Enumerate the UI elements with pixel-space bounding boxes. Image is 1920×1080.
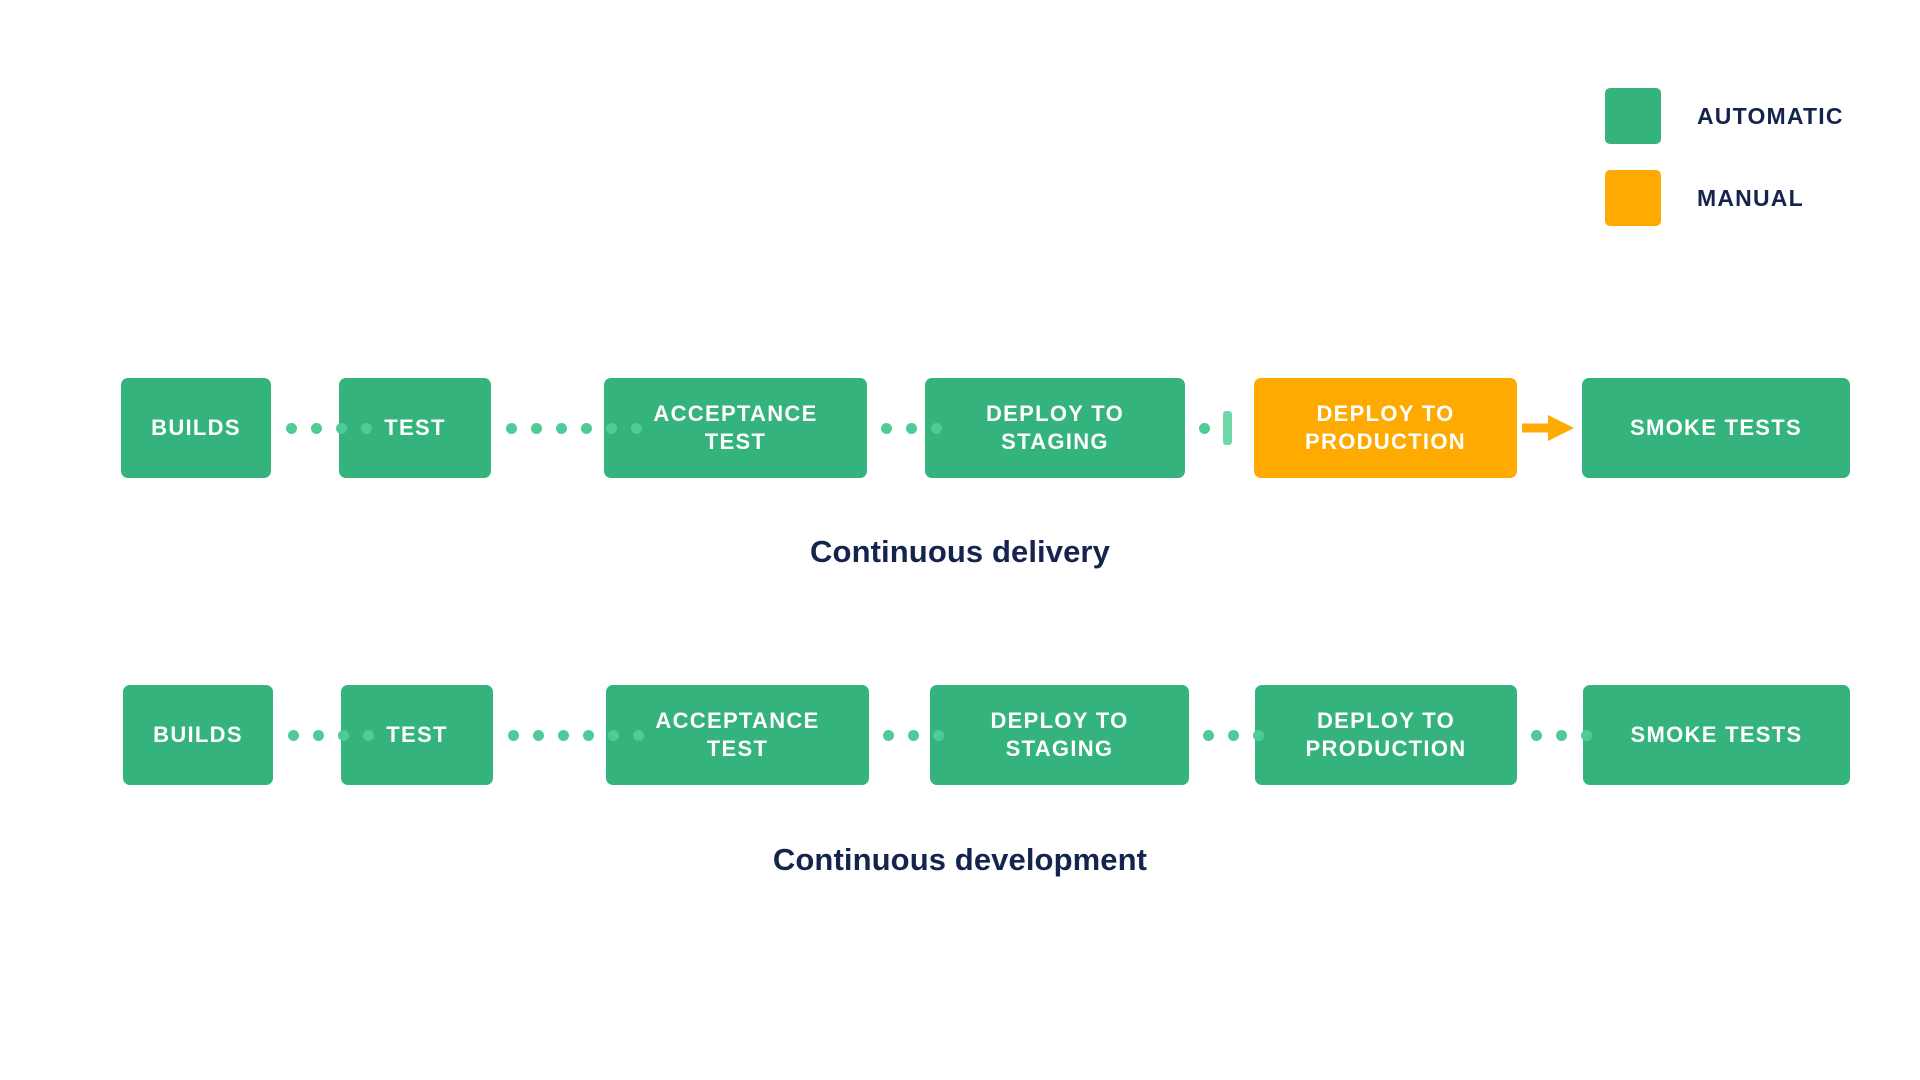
gate-bar-icon bbox=[1223, 411, 1232, 445]
stage-label: DEPLOY TO PRODUCTION bbox=[1305, 401, 1466, 454]
connector-dot-icon bbox=[533, 729, 544, 741]
caption-continuous-development: Continuous development bbox=[772, 842, 1148, 877]
stage-builds[interactable]: BUILDS bbox=[123, 685, 273, 785]
connector-dot-icon bbox=[1228, 729, 1239, 741]
legend-item-manual: MANUAL bbox=[1605, 170, 1844, 226]
connector-dotted bbox=[881, 421, 942, 435]
connector-dot-icon bbox=[1556, 729, 1567, 741]
connector-dot-icon bbox=[883, 729, 894, 741]
legend-label-manual: MANUAL bbox=[1697, 184, 1804, 211]
connector-dotted bbox=[506, 421, 642, 435]
caption-continuous-delivery: Continuous delivery bbox=[810, 534, 1110, 569]
connector-dot-icon bbox=[906, 422, 917, 434]
stage-smoke-tests[interactable]: SMOKE TESTS bbox=[1582, 378, 1850, 478]
connector-dot-icon bbox=[1253, 729, 1264, 741]
pipeline-continuous-delivery: BUILDS TEST ACCEPTANCE TEST DEPLOY TO STAGI… bbox=[0, 368, 1920, 488]
stage-deploy-to-production[interactable]: DEPLOY TO PRODUCTION bbox=[1255, 685, 1517, 785]
connector-dot-icon bbox=[286, 422, 297, 434]
connector-dot-icon bbox=[336, 422, 347, 434]
connector-dot-icon bbox=[581, 422, 592, 434]
connector-dotted bbox=[1531, 728, 1592, 742]
connector-dot-icon bbox=[556, 422, 567, 434]
connector-arrow-icon bbox=[1522, 414, 1574, 442]
connector-dot-icon bbox=[1203, 729, 1214, 741]
stage-smoke-tests[interactable]: SMOKE TESTS bbox=[1583, 685, 1850, 785]
stage-deploy-to-staging[interactable]: DEPLOY TO STAGING bbox=[930, 685, 1189, 785]
stage-acceptance-test[interactable]: ACCEPTANCE TEST bbox=[606, 685, 869, 785]
connector-manual-gate bbox=[1199, 410, 1232, 446]
connector-dot-icon bbox=[1199, 422, 1210, 434]
stage-label: SMOKE TESTS bbox=[1630, 415, 1802, 441]
connector-dot-icon bbox=[558, 729, 569, 741]
connector-dot-icon bbox=[313, 729, 324, 741]
stage-label: DEPLOY TO STAGING bbox=[990, 708, 1129, 761]
connector-dotted bbox=[508, 728, 644, 742]
stage-label: TEST bbox=[386, 722, 448, 748]
connector-dot-icon bbox=[508, 729, 519, 741]
connector-dot-icon bbox=[363, 729, 374, 741]
legend-label-automatic: AUTOMATIC bbox=[1697, 102, 1844, 129]
connector-dot-icon bbox=[1531, 729, 1542, 741]
connector-dot-icon bbox=[608, 729, 619, 741]
connector-dot-icon bbox=[338, 729, 349, 741]
stage-acceptance-test[interactable]: ACCEPTANCE TEST bbox=[604, 378, 867, 478]
connector-dotted bbox=[1203, 728, 1264, 742]
connector-dot-icon bbox=[311, 422, 322, 434]
stage-label: BUILDS bbox=[151, 415, 241, 441]
connector-dot-icon bbox=[633, 729, 644, 741]
stage-label: BUILDS bbox=[153, 722, 243, 748]
connector-dot-icon bbox=[531, 422, 542, 434]
pipeline-continuous-development: BUILDS TEST ACCEPTANCE TEST DEPLOY TO STAGI… bbox=[0, 675, 1920, 795]
legend-item-automatic: AUTOMATIC bbox=[1605, 88, 1844, 144]
stage-deploy-to-staging[interactable]: DEPLOY TO STAGING bbox=[925, 378, 1185, 478]
stage-label: ACCEPTANCE TEST bbox=[653, 401, 818, 454]
connector-dot-icon bbox=[361, 422, 372, 434]
connector-dot-icon bbox=[606, 422, 617, 434]
stage-label: TEST bbox=[384, 415, 446, 441]
legend-swatch-manual bbox=[1605, 170, 1661, 226]
connector-dotted bbox=[288, 728, 374, 742]
connector-dot-icon bbox=[506, 422, 517, 434]
connector-dot-icon bbox=[908, 729, 919, 741]
stage-deploy-to-production[interactable]: DEPLOY TO PRODUCTION bbox=[1254, 378, 1517, 478]
stage-label: DEPLOY TO STAGING bbox=[985, 401, 1125, 454]
connector-dot-icon bbox=[583, 729, 594, 741]
connector-dot-icon bbox=[931, 422, 942, 434]
stage-label: ACCEPTANCE TEST bbox=[655, 708, 820, 761]
connector-dot-icon bbox=[288, 729, 299, 741]
connector-dot-icon bbox=[933, 729, 944, 741]
connector-dot-icon bbox=[1581, 729, 1592, 741]
stage-label: SMOKE TESTS bbox=[1630, 722, 1803, 748]
legend: AUTOMATIC MANUAL bbox=[1605, 88, 1844, 226]
connector-dot-icon bbox=[631, 422, 642, 434]
connector-dotted bbox=[286, 421, 372, 435]
stage-builds[interactable]: BUILDS bbox=[121, 378, 271, 478]
connector-dotted bbox=[883, 728, 944, 742]
connector-dot-icon bbox=[881, 422, 892, 434]
legend-swatch-automatic bbox=[1605, 88, 1661, 144]
stage-label: DEPLOY TO PRODUCTION bbox=[1305, 708, 1467, 761]
